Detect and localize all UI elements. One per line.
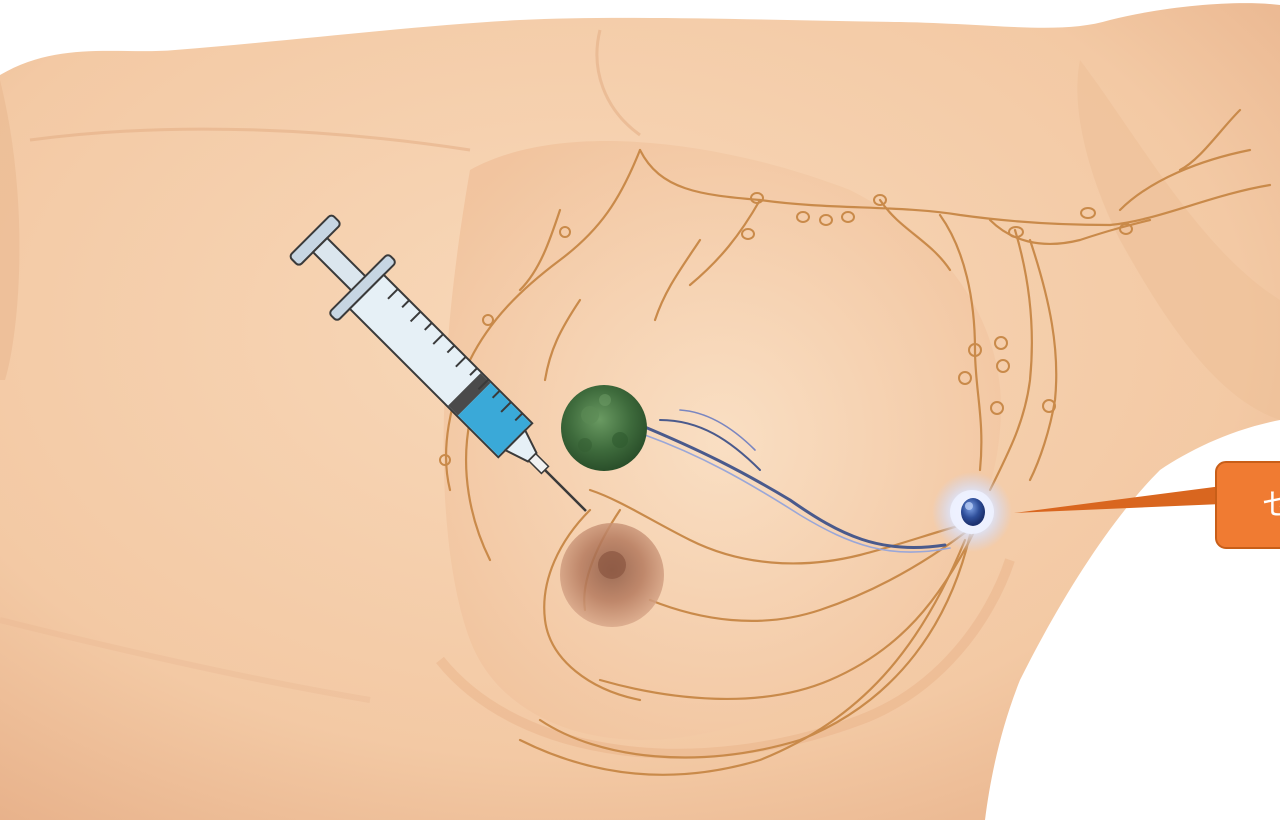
- callout-text: セ: [1262, 486, 1280, 526]
- nipple: [560, 523, 664, 627]
- sentinel-lymph-node: [932, 472, 1012, 552]
- tumor: [561, 385, 647, 471]
